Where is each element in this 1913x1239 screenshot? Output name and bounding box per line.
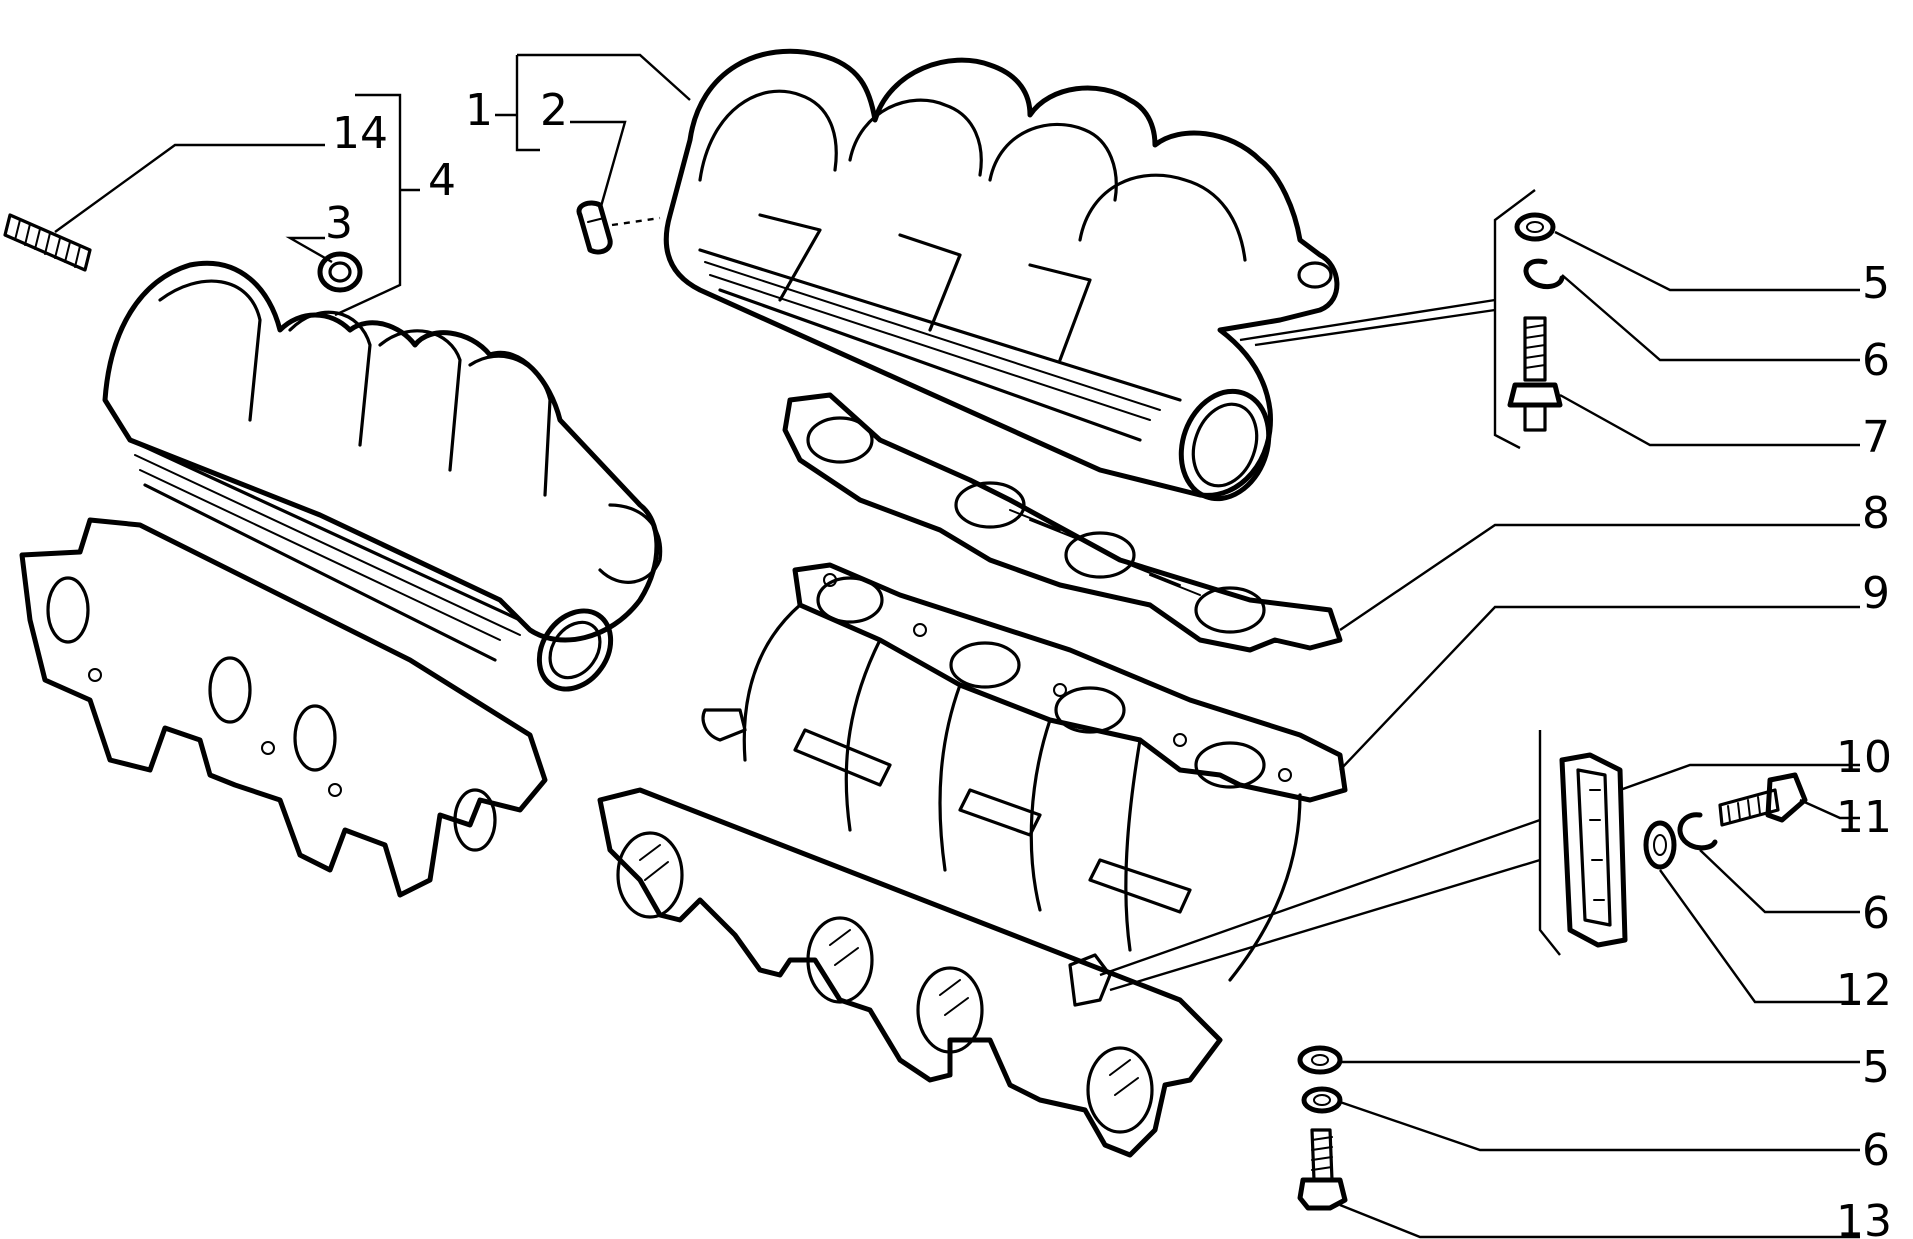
cap-plug-icon — [576, 200, 613, 255]
callout-14: 14 — [332, 108, 388, 159]
group-bracket-5-6-7 — [1493, 189, 1536, 450]
lock-washer-lower-icon — [1301, 1086, 1343, 1114]
callout-13: 13 — [1836, 1196, 1892, 1239]
leader-lines — [54, 53, 1860, 1239]
callout-6-bottom: 6 — [1862, 1125, 1890, 1176]
callout-3: 3 — [325, 198, 353, 249]
callout-labels: 14 3 4 1 2 5 6 7 8 9 10 11 6 12 5 6 13 — [325, 85, 1892, 1239]
callout-5-top: 5 — [1862, 258, 1890, 309]
callout-1: 1 — [465, 85, 493, 136]
mounting-clip-icon — [1559, 752, 1628, 948]
callout-9: 9 — [1862, 568, 1890, 619]
group-bracket-10-12 — [1538, 730, 1561, 956]
callout-10: 10 — [1836, 732, 1892, 783]
manifold-gasket — [782, 392, 1343, 653]
callout-6-top: 6 — [1862, 335, 1890, 386]
intake-manifold-assembly-left — [19, 260, 663, 898]
flat-washer-icon — [1643, 820, 1677, 870]
callout-2: 2 — [540, 85, 568, 136]
callout-4: 4 — [428, 155, 456, 206]
sealing-ring-icon — [317, 251, 363, 293]
callout-12: 12 — [1836, 965, 1892, 1016]
callout-5-bottom: 5 — [1862, 1042, 1890, 1093]
callout-11: 11 — [1836, 792, 1892, 843]
callout-7: 7 — [1862, 412, 1890, 463]
upper-manifold — [663, 48, 1340, 502]
washer-icon — [1514, 212, 1556, 242]
split-washer-icon — [1677, 812, 1718, 851]
screw-icon — [1297, 1128, 1348, 1211]
bolt-icon — [1718, 772, 1808, 827]
lower-manifold — [597, 562, 1348, 1158]
callout-8: 8 — [1862, 488, 1890, 539]
split-lock-washer-icon — [1523, 258, 1565, 289]
stud-bolt-icon — [3, 213, 92, 272]
washer-lower-icon — [1297, 1045, 1343, 1075]
stud-with-collar-icon — [1507, 316, 1563, 432]
callout-6-middle: 6 — [1862, 888, 1890, 939]
